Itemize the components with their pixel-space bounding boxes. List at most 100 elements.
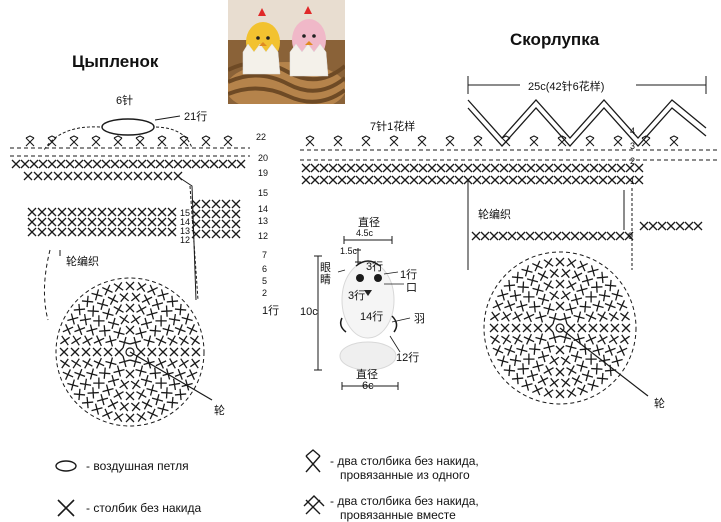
sc-stitch-symbol [74,159,84,169]
sc-stitch-symbol [511,271,524,284]
sc-stitch-symbol [103,171,113,181]
sc-stitch-symbol [516,280,530,294]
sc-stitch-symbol [436,163,446,173]
sc-stitch-symbol [125,281,135,291]
sc-stitch-symbol [586,264,600,277]
sc-stitch-symbol [92,159,102,169]
sc-stitch-symbol [522,323,532,333]
sc-stitch-symbol [125,391,135,401]
sc-stitch-symbol [119,292,130,303]
sc-stitch-symbol [231,219,241,229]
sc-stitch-symbol [57,227,67,237]
sc-stitch-symbol [571,163,581,173]
sc-stitch-symbol [125,325,135,335]
legend-chain-text: - воздушная петля [86,459,189,473]
sc-stitch-symbol [85,367,99,381]
row-12-label: 12行 [396,352,420,364]
sc-stitch-symbol [101,307,115,321]
sc-stitch-symbol [596,271,609,284]
sc-stitch-symbol [517,175,527,185]
sc-stitch-symbol [221,209,231,219]
sc-stitch-symbol [73,323,86,336]
sc-stitch-symbol [604,299,617,312]
sc-stitch-symbol [142,334,156,348]
sc-stitch-symbol [112,364,126,378]
sc-stitch-symbol [103,347,113,357]
sc-stitch-symbol [591,299,605,313]
sc-stitch-symbol [511,372,524,385]
sc-stitch-symbol [86,304,100,318]
sc-stitch-symbol [130,379,142,390]
increase-stitch-symbol [669,135,679,147]
sc-stitch-symbol [555,257,565,267]
sc-stitch-symbol [160,304,174,318]
sc-stitch-symbol [191,347,201,357]
sc-stitch-symbol [555,345,565,355]
sc-stitch-symbol [98,366,112,380]
sc-stitch-symbol [481,163,491,173]
sc-stitch-symbol [382,163,392,173]
sc-stitch-symbol [92,376,106,390]
sc-stitch-symbol [490,175,500,185]
increase-stitch-symbol [201,135,211,147]
sc-stitch-symbol [173,159,183,169]
sc-stitch-symbol [66,378,79,392]
sc-stitch-symbol [147,217,157,227]
sc-stitch-symbol [174,368,187,381]
sc-stitch-symbol [227,159,237,169]
sc-stitch-symbol [236,159,246,169]
sc-stitch-symbol [11,159,21,169]
sc-stitch-symbol [141,294,153,306]
sc-stitch-symbol [400,175,410,185]
sc-stitch-symbol [146,284,159,296]
sc-stitch-symbol [537,350,550,363]
shell-diagram [300,76,718,405]
sc-stitch-symbol [127,227,137,237]
sc-stitch-symbol [616,175,626,185]
sc-stitch-symbol [98,324,112,338]
sc-stitch-symbol [480,231,490,241]
sc-stitch-symbol [555,301,565,311]
sc-stitch-symbol [93,357,105,370]
sc-stitch-symbol [684,221,694,231]
sc-stitch-symbol [59,347,69,357]
cross-icon [57,499,75,517]
sc-stitch-symbol [657,221,667,231]
sc-stitch-symbol [166,357,179,369]
sc-stitch-symbol [136,281,147,293]
sc-stitch-symbol [596,372,609,385]
sc-stitch-symbol [520,264,534,277]
sc-stitch-symbol [418,163,428,173]
sc-stitch-symbol [63,171,73,181]
sc-stitch-symbol [37,227,47,237]
chick-row-num: 7 [262,250,268,260]
chick-row-num: 14 [258,204,269,214]
increase-stitch-symbol [25,135,35,147]
sc-stitch-symbol [167,207,177,217]
sc-stitch-symbol [167,217,177,227]
sc-stitch-symbol [301,175,311,185]
sc-stitch-symbol [67,207,77,217]
sc-stitch-symbol [77,227,87,237]
sc-stitch-symbol [520,379,534,392]
sc-stitch-symbol [496,288,509,302]
shell-row-num: 9 [628,231,634,241]
sc-stitch-symbol [81,396,94,409]
sc-stitch-symbol [211,199,221,209]
sc-stitch-symbol [67,227,77,237]
sc-stitch-symbol [508,163,518,173]
sc-stitch-symbol [549,268,560,279]
sc-stitch-symbol [43,171,53,181]
sc-stitch-symbol [147,227,157,237]
sc-stitch-symbol [231,209,241,219]
sc-stitch-symbol [471,231,481,241]
sc-stitch-symbol [81,295,94,308]
shell-center-label: 轮 [654,398,665,410]
sc-stitch-symbol [130,314,142,325]
sc-stitch-symbol [606,231,616,241]
sc-stitch-symbol [23,171,33,181]
chick-row-num: 2 [262,288,268,298]
sc-stitch-symbol [509,289,522,302]
sc-stitch-symbol [503,364,516,377]
sc-stitch-symbol [564,340,578,354]
